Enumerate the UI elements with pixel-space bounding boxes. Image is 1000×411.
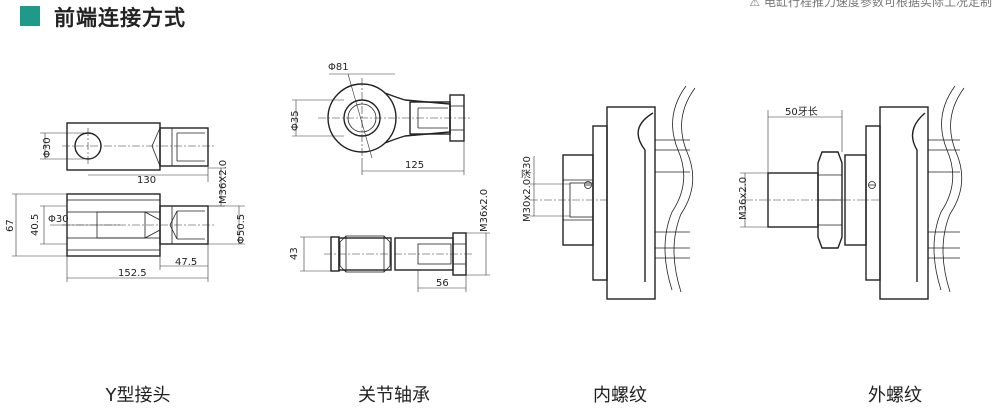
y-joint-drawing: Φ30 130 67 40.5 [5, 122, 247, 282]
internal-thread-drawing: M30x2.0深30 [521, 85, 696, 300]
external-thread-flange [879, 106, 929, 300]
external-thread-drawing: 50牙长 M36x2.0 [738, 85, 965, 300]
section-title: 前端连接方式 [54, 6, 186, 30]
y-joint-inner-40-5: 40.5 [30, 214, 41, 236]
y-joint-top-shank [159, 127, 209, 167]
y-joint-len-130: 130 [137, 175, 156, 186]
y-joint-height-67: 67 [5, 219, 16, 232]
external-thread-len: 50牙长 [785, 106, 818, 118]
rod-end-len-125: 125 [405, 160, 424, 171]
header-note: ⚠ 电缸行程推力速度参数可根据实际工况定制 [749, 0, 992, 9]
external-thread-screw [868, 181, 876, 189]
external-thread-dim: M36x2.0 [738, 177, 749, 220]
rod-end-height-43: 43 [289, 247, 300, 260]
caption-external-thread: 外螺纹 [868, 385, 922, 406]
external-thread-hex-nut [817, 151, 843, 249]
y-joint-thread: M36X2.0 [218, 160, 229, 204]
internal-thread-dim: M30x2.0深30 [521, 156, 533, 222]
rod-end-thread: M36x2.0 [479, 189, 490, 232]
y-joint-top-pin-dim: Φ30 [42, 137, 53, 158]
header-accent-square [20, 6, 40, 26]
y-joint-len-152-5: 152.5 [118, 268, 147, 279]
rod-end-len-56: 56 [436, 278, 449, 289]
y-joint-top-clevis [66, 122, 161, 171]
internal-thread-screw [584, 181, 592, 189]
caption-internal-thread: 内螺纹 [593, 385, 647, 406]
caption-rod-end-bearing: 关节轴承 [358, 385, 430, 406]
rod-end-drawing: Φ81 Φ35 125 M36x2.0 [289, 62, 490, 292]
rod-end-dia-81: Φ81 [328, 62, 349, 73]
rod-end-dia-35: Φ35 [290, 110, 301, 131]
y-joint-dia-50-5: Φ50.5 [236, 214, 247, 244]
internal-thread-flange [606, 106, 656, 300]
y-joint-len-47-5: 47.5 [175, 257, 197, 268]
y-joint-pin-dim: Φ30 [48, 214, 69, 225]
caption-y-joint: Y型接头 [105, 385, 171, 406]
